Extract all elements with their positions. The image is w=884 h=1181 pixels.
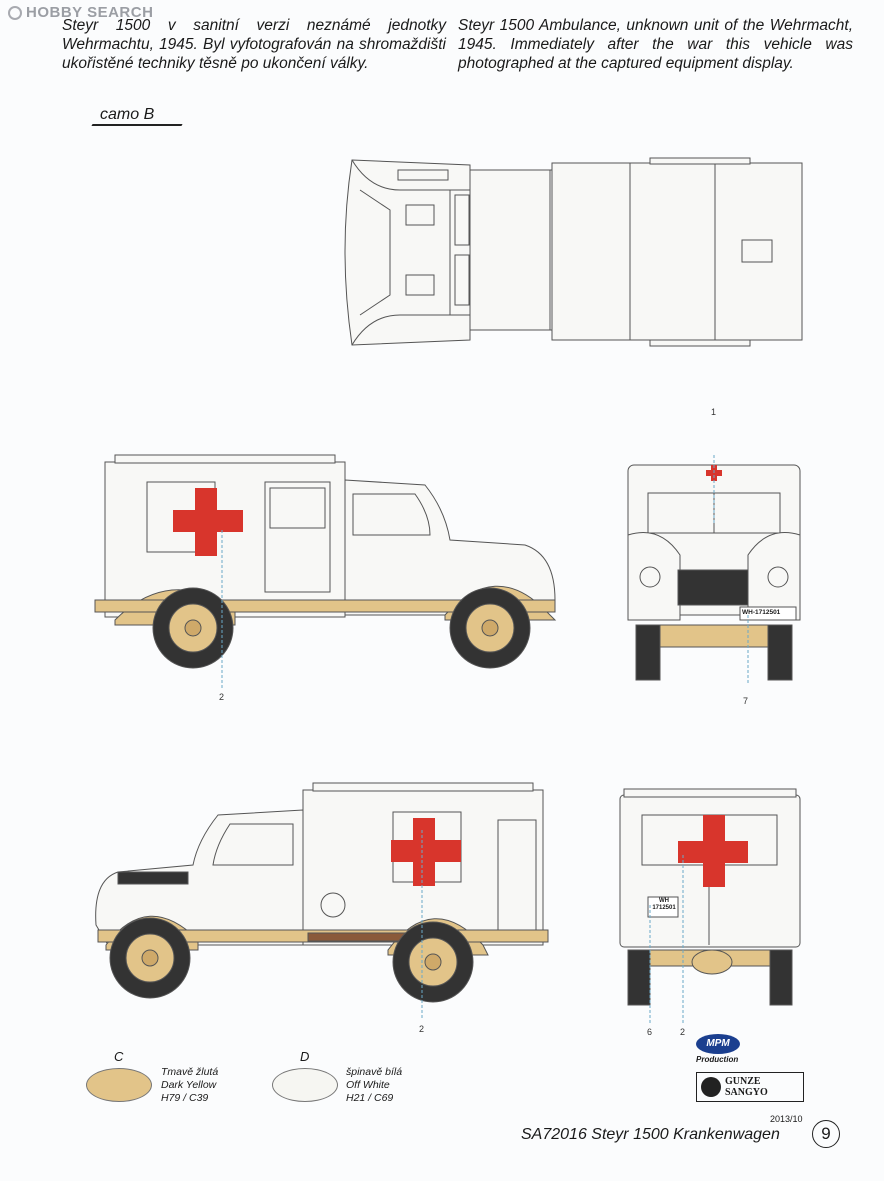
gunze-line1: GUNZE bbox=[725, 1076, 761, 1087]
footer-date: 2013/10 bbox=[770, 1114, 803, 1124]
swatch-dark-yellow bbox=[86, 1068, 152, 1102]
swatch-off-white-label: špinavě bílá Off White H21 / C69 bbox=[346, 1066, 402, 1105]
off-white-code: H21 / C69 bbox=[346, 1092, 394, 1104]
swatch-dark-yellow-label: Tmavě žlutá Dark Yellow H79 / C39 bbox=[161, 1066, 218, 1105]
callout-rear-right: 2 bbox=[680, 1027, 686, 1037]
dark-yellow-code: H79 / C39 bbox=[161, 1092, 209, 1104]
gunze-text: GUNZE SANGYO bbox=[725, 1076, 768, 1098]
red-cross-side-left bbox=[173, 488, 243, 556]
watermark: HOBBY SEARCH bbox=[8, 4, 153, 21]
swatch-off-white bbox=[272, 1068, 338, 1102]
off-white-en: Off White bbox=[346, 1079, 390, 1091]
gunze-logo: GUNZE SANGYO bbox=[696, 1072, 804, 1102]
dark-yellow-cz: Tmavě žlutá bbox=[161, 1066, 219, 1078]
dark-yellow-en: Dark Yellow bbox=[161, 1079, 217, 1091]
red-cross-side-right bbox=[391, 818, 461, 886]
callout-front-top: 1 bbox=[711, 407, 717, 417]
mpm-production: Production bbox=[696, 1055, 739, 1064]
callout-side-right-wheel: 2 bbox=[419, 1024, 425, 1034]
callout-side-left-wheel: 2 bbox=[219, 692, 225, 702]
side-view-left bbox=[94, 454, 557, 669]
intro-czech: Steyr 1500 v sanitní verzi neznámé jedno… bbox=[62, 17, 446, 72]
footer-title: SA72016 Steyr 1500 Krankenwagen bbox=[521, 1126, 780, 1143]
rear-plate: WH 1712501 bbox=[650, 898, 678, 912]
gunze-line2: SANGYO bbox=[725, 1087, 768, 1098]
top-view-drawing bbox=[344, 157, 803, 347]
rear-view bbox=[619, 788, 801, 1006]
watermark-text: HOBBY SEARCH bbox=[26, 4, 154, 21]
watermark-ring-icon bbox=[8, 5, 22, 20]
side-view-right bbox=[95, 782, 549, 1003]
front-plate: WH-1712501 bbox=[742, 609, 781, 616]
mpm-logo: MPM bbox=[696, 1034, 740, 1054]
callout-rear-left: 6 bbox=[647, 1027, 653, 1037]
swatch-letter-c: C bbox=[114, 1049, 124, 1064]
red-cross-rear bbox=[678, 815, 748, 887]
swatch-letter-d: D bbox=[300, 1049, 310, 1064]
callout-front-bottom: 7 bbox=[743, 696, 749, 706]
intro-english: Steyr 1500 Ambulance, unknown unit of th… bbox=[458, 17, 853, 72]
scheme-label: camo B bbox=[100, 106, 155, 123]
rear-plate-line2: 1712501 bbox=[652, 905, 676, 911]
off-white-cz: špinavě bílá bbox=[346, 1066, 403, 1078]
gunze-emblem-icon bbox=[701, 1077, 721, 1097]
rear-plate-line1: WH bbox=[659, 898, 669, 904]
page-number: 9 bbox=[812, 1120, 840, 1148]
front-view bbox=[627, 455, 801, 685]
